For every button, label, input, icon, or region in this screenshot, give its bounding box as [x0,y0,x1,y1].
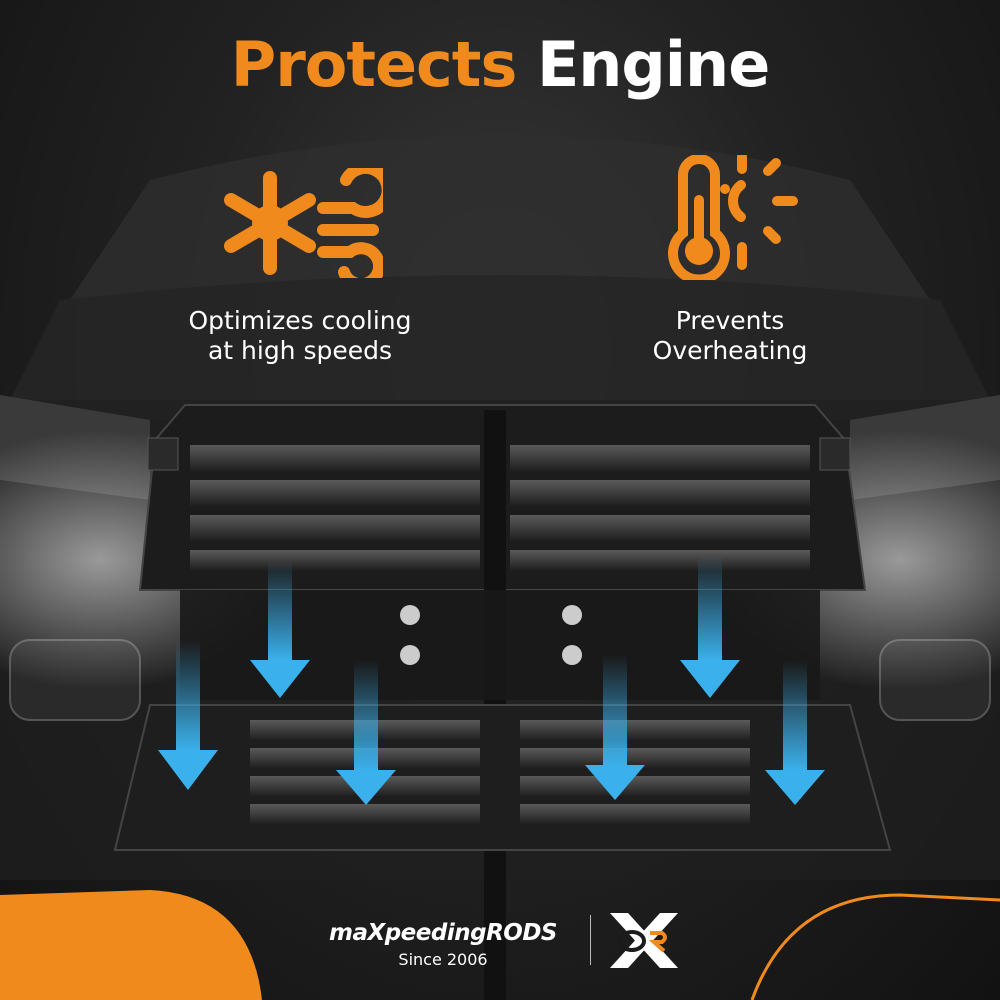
brand-since-text: Since 2006 [398,950,488,969]
feature-overheating-line2: Overheating [652,336,808,365]
brand-logo-text: maXpeedingRODS [329,920,558,946]
feature-cooling-line2: at high speeds [207,336,393,365]
feature-cooling-line1: Optimizes cooling [188,306,412,335]
airflow-arrow-icon [336,660,396,805]
thermometer-sun-icon [668,155,798,280]
airflow-arrow-icon [250,560,310,698]
snowflake-airflow-icon [224,168,383,278]
airflow-arrow-icon [765,660,825,805]
airflow-arrow-icon [585,655,645,800]
headline: Protects Engine [0,28,1000,101]
feature-cooling-label: Optimizes cooling at high speeds [150,306,450,366]
airflow-arrow-icon [680,555,740,698]
brand-divider [590,915,591,965]
headline-part2: Engine [536,28,770,101]
feature-overheating-label: Prevents Overheating [580,306,880,366]
headline-part1: Protects [230,28,518,101]
feature-overheating-line1: Prevents [675,306,785,335]
airflow-arrow-icon [158,640,218,790]
x-or-logo-icon [610,913,678,968]
